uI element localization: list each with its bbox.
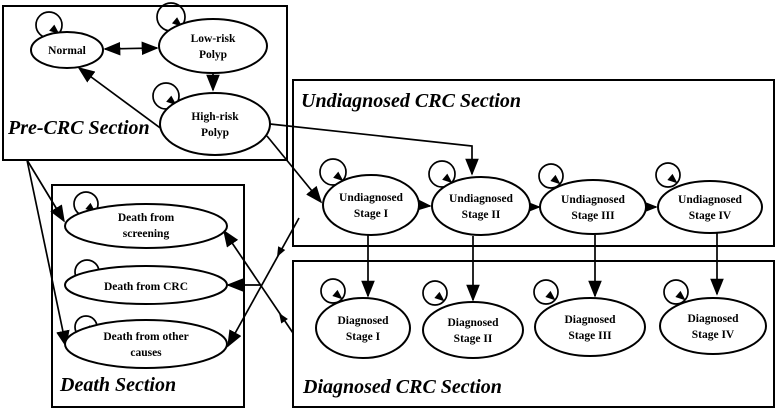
state-death-crc: Death from CRC [64, 259, 228, 305]
undiag1-ellipse [322, 174, 420, 236]
svg-text:Stage I: Stage I [346, 331, 381, 343]
arrow-highrisk-to-undiag1 [266, 135, 323, 204]
undiagnosed-section-title: Undiagnosed CRC Section [301, 90, 521, 112]
diag3-ellipse [534, 297, 646, 357]
svg-text:Stage I: Stage I [354, 208, 389, 220]
death-section-title: Death Section [59, 374, 176, 396]
svg-text:Stage II: Stage II [462, 209, 501, 221]
svg-text:Undiagnosed: Undiagnosed [561, 194, 626, 206]
state-undiagnosed-stage2: Undiagnosed Stage II [428, 160, 531, 236]
highrisk-ellipse [159, 92, 271, 156]
svg-text:High-risk: High-risk [191, 111, 239, 123]
state-normal: Normal [30, 11, 104, 69]
self-loop-diag2 [422, 280, 448, 306]
svg-text:Stage IV: Stage IV [689, 210, 732, 222]
svg-text:screening: screening [123, 228, 170, 240]
mid-arrowhead-death-other [273, 246, 286, 259]
svg-text:Polyp: Polyp [199, 49, 227, 61]
svg-text:Stage IV: Stage IV [692, 329, 735, 341]
self-loop-undiag1 [319, 158, 347, 186]
arrow-precrc-to-death-screening [26, 159, 65, 223]
arrow-highrisk-to-normal [77, 66, 164, 131]
state-diagnosed-stage1: Diagnosed Stage I [315, 278, 411, 359]
diagnosed-section-title: Diagnosed CRC Section [302, 376, 502, 398]
svg-text:Death from: Death from [118, 212, 175, 224]
state-high-risk-polyp: High-risk Polyp [152, 82, 271, 156]
arrow-undiag1-to-undiag2 [414, 197, 432, 212]
svg-text:Stage II: Stage II [454, 333, 493, 345]
svg-text:Undiagnosed: Undiagnosed [339, 192, 404, 204]
svg-text:Undiagnosed: Undiagnosed [449, 193, 514, 205]
self-loop-diag3 [533, 279, 559, 305]
svg-text:Diagnosed: Diagnosed [447, 317, 499, 329]
self-loop-diag1 [320, 278, 346, 304]
diagnosed-section-box [292, 260, 775, 408]
svg-text:Undiagnosed: Undiagnosed [678, 194, 743, 206]
diag1-ellipse [315, 297, 411, 359]
self-loop-diag4 [663, 279, 689, 305]
state-death-other: Death from other causes [64, 315, 228, 369]
svg-text:Diagnosed: Diagnosed [687, 313, 739, 325]
death-section-box [51, 184, 245, 408]
state-undiagnosed-stage4: Undiagnosed Stage IV [655, 162, 763, 234]
arrow-undiagnosed-to-death-other [227, 217, 300, 348]
svg-text:Death from other: Death from other [103, 331, 188, 343]
state-diagnosed-stage4: Diagnosed Stage IV [659, 279, 767, 355]
lowrisk-ellipse [158, 18, 268, 74]
death-other-ellipse [64, 319, 228, 369]
svg-text:Diagnosed: Diagnosed [337, 315, 389, 327]
undiag3-ellipse [539, 179, 647, 235]
undiag4-ellipse [657, 180, 763, 234]
transition-arrows [26, 41, 724, 348]
state-death-screening: Death from screening [64, 191, 228, 249]
undiagnosed-section-box [292, 79, 775, 247]
death-screening-ellipse [64, 203, 228, 249]
svg-text:Death from CRC: Death from CRC [104, 281, 188, 293]
state-diagnosed-stage3: Diagnosed Stage III [533, 279, 646, 357]
diag4-ellipse [659, 297, 767, 355]
svg-text:Stage III: Stage III [571, 210, 615, 222]
svg-text:causes: causes [130, 347, 162, 359]
arrow-highrisk-to-undiag2 [269, 123, 479, 176]
svg-text:Polyp: Polyp [201, 127, 229, 139]
normal-label: Normal [48, 45, 86, 57]
svg-text:Stage III: Stage III [568, 330, 612, 342]
pre-crc-section-box [2, 5, 288, 161]
arrow-normal-lowrisk [103, 41, 159, 56]
normal-ellipse [30, 31, 104, 69]
self-loop-undiag2 [428, 160, 456, 188]
self-loop-undiag3 [538, 163, 564, 189]
pre-crc-section-title: Pre-CRC Section [7, 117, 150, 139]
arrow-precrc-to-death-other [26, 159, 70, 348]
svg-text:Low-risk: Low-risk [191, 33, 236, 45]
diag2-ellipse [422, 301, 524, 359]
state-diagnosed-stage2: Diagnosed Stage II [422, 280, 524, 359]
state-undiagnosed-stage1: Undiagnosed Stage I [319, 158, 420, 236]
state-undiagnosed-stage3: Undiagnosed Stage III [538, 163, 647, 235]
undiag2-ellipse [431, 176, 531, 236]
state-low-risk-polyp: Low-risk Polyp [156, 2, 268, 74]
self-loop-undiag4 [655, 162, 681, 188]
svg-text:Diagnosed: Diagnosed [564, 314, 616, 326]
death-crc-ellipse [64, 265, 228, 305]
